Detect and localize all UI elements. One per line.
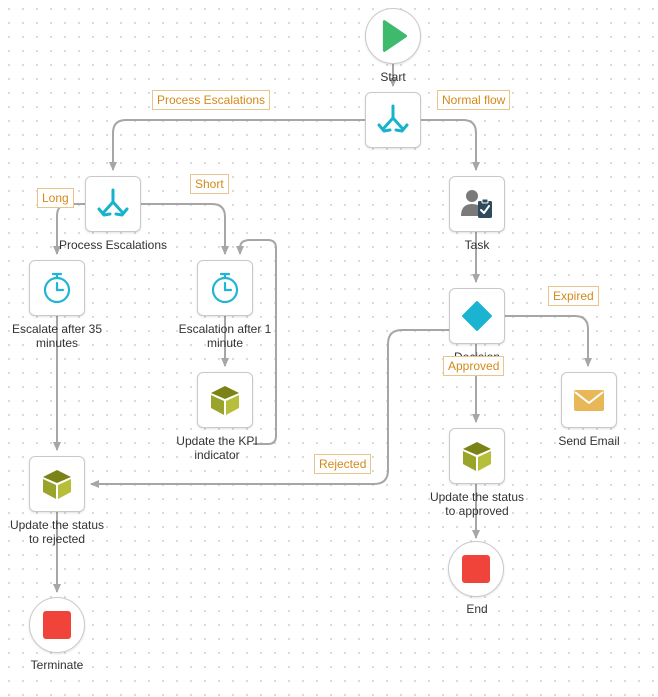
task-node[interactable] — [449, 176, 505, 232]
stop-icon — [462, 555, 490, 583]
update-rejected-node[interactable] — [29, 456, 85, 512]
flow-label-rejected[interactable]: Rejected — [314, 454, 372, 474]
timer-icon — [211, 272, 239, 304]
flow-label-long[interactable]: Long — [37, 188, 74, 208]
update-rejected-label-line2: to rejected — [28, 532, 86, 546]
escalate-after-35-label-line1: Escalate after 35 — [11, 322, 103, 336]
update-approved-label: Update the status to approved — [430, 490, 524, 518]
flow-label-normal-flow[interactable]: Normal flow — [437, 90, 511, 110]
timer-icon — [43, 272, 71, 304]
split-arrow-icon — [97, 188, 129, 217]
cube-icon — [43, 470, 71, 499]
escalate-after-35-label: Escalate after 35 minutes — [12, 322, 102, 350]
start-node[interactable] — [365, 8, 421, 64]
connector-rejected — [90, 329, 449, 488]
connector-kpi-loop — [236, 239, 277, 445]
flow-label-approved[interactable]: Approved — [443, 356, 505, 376]
flow-label-process-escalations[interactable]: Process Escalations — [152, 90, 271, 110]
play-icon — [382, 20, 407, 52]
escalate-after-35-label-line2: minutes — [35, 336, 79, 350]
escalation-after-1-label-line2: minute — [206, 336, 244, 350]
update-approved-node[interactable] — [449, 428, 505, 484]
update-kpi-label-line1: Update the KPI — [176, 434, 258, 448]
update-rejected-label: Update the status to rejected — [10, 518, 104, 546]
cube-icon — [211, 386, 239, 415]
update-kpi-label-line2: indicator — [194, 448, 240, 462]
start-label: Start — [380, 70, 406, 84]
split-arrow-icon — [377, 104, 409, 133]
envelope-icon — [574, 390, 604, 411]
send-email-label: Send Email — [558, 434, 620, 448]
escalate-after-35-node[interactable] — [29, 260, 85, 316]
update-rejected-label-line1: Update the status — [9, 518, 105, 532]
end-node[interactable] — [448, 541, 504, 597]
connector-split-to-process-escalations — [109, 119, 365, 171]
split-gateway-main[interactable] — [365, 92, 421, 148]
escalation-after-1-node[interactable] — [197, 260, 253, 316]
escalation-after-1-label-line1: Escalation after 1 — [178, 322, 272, 336]
terminate-node[interactable] — [29, 597, 85, 653]
connector-expired — [505, 315, 592, 367]
decision-node[interactable] — [449, 288, 505, 344]
user-task-icon — [461, 190, 492, 218]
update-approved-label-line2: to approved — [445, 504, 509, 518]
escalation-after-1-label: Escalation after 1 minute — [179, 322, 272, 350]
process-escalations-node[interactable] — [85, 176, 141, 232]
update-approved-label-line1: Update the status — [429, 490, 525, 504]
connector-split-to-task — [421, 119, 480, 171]
process-escalations-label: Process Escalations — [58, 238, 168, 252]
end-label: End — [466, 602, 488, 616]
terminate-label: Terminate — [30, 658, 84, 672]
cube-icon — [463, 442, 491, 471]
connector-short — [141, 203, 229, 255]
diamond-icon — [462, 301, 492, 331]
update-kpi-node[interactable] — [197, 372, 253, 428]
send-email-node[interactable] — [561, 372, 617, 428]
flow-label-expired[interactable]: Expired — [548, 286, 599, 306]
update-kpi-label: Update the KPI indicator — [176, 434, 257, 462]
stop-icon — [43, 611, 71, 639]
task-label: Task — [464, 238, 490, 252]
flow-label-short[interactable]: Short — [190, 174, 229, 194]
